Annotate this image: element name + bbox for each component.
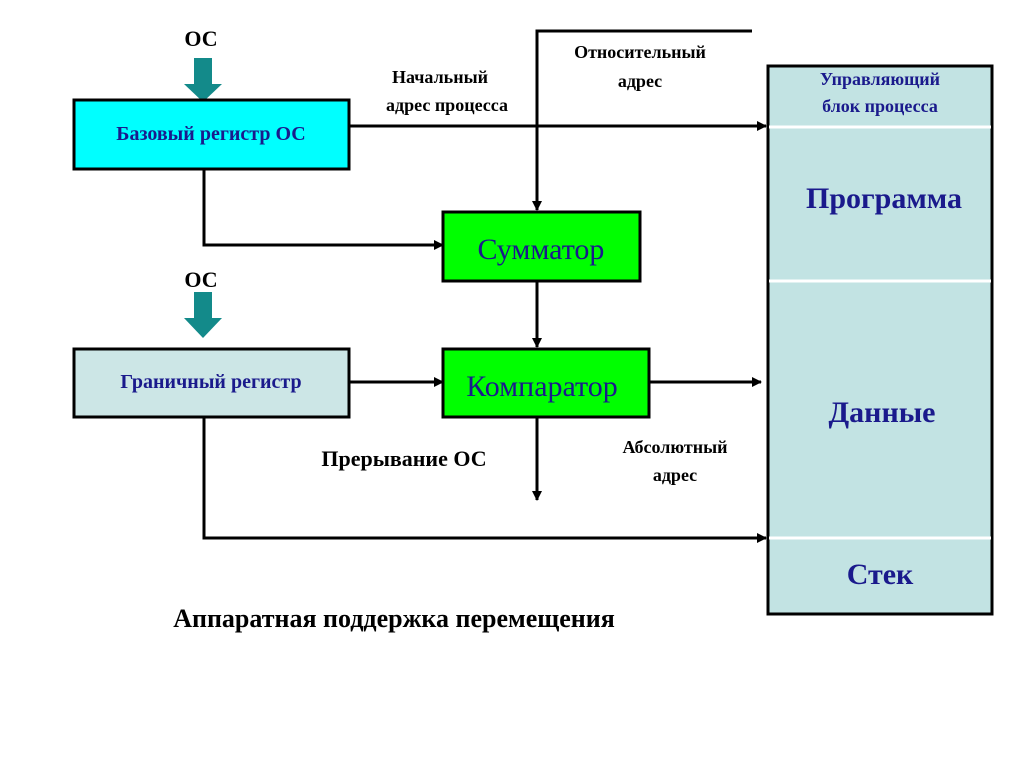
absolute-address-label-line2: адрес: [653, 465, 697, 485]
os-label-middle: ОС: [184, 267, 217, 292]
os-arrow-middle-icon: [184, 292, 222, 338]
process-memory: [766, 64, 994, 616]
adder-label: Сумматор: [478, 233, 605, 266]
start-address-label-line2: адрес процесса: [386, 95, 508, 115]
control-block-label-line2: блок процесса: [822, 96, 938, 116]
absolute-address-label-line1: Абсолютный: [622, 437, 727, 457]
comparator-box: [441, 347, 651, 419]
interrupt-label: Прерывание ОС: [321, 446, 486, 471]
adder-box: [441, 210, 642, 283]
os-label-top: ОС: [184, 26, 217, 51]
relative-address-label-line1: Относительный: [574, 42, 706, 62]
comparator-label: Компаратор: [466, 370, 618, 403]
limit-register-box: [72, 347, 351, 419]
relative-address-arrow: [532, 29, 752, 211]
stack-segment-label: Стек: [847, 558, 914, 591]
start-address-label-line1: Начальный: [392, 67, 488, 87]
control-block-label-line1: Управляющий: [820, 69, 940, 89]
diagram-caption: Аппаратная поддержка перемещения: [173, 604, 615, 633]
data-segment-label: Данные: [829, 396, 936, 429]
base-register-label: Базовый регистр ОС: [116, 123, 306, 145]
limit-to-memory-arrow: [202, 417, 767, 543]
program-segment-label: Программа: [806, 182, 962, 215]
limit-register-label: Граничный регистр: [120, 371, 301, 393]
base-register-box: [72, 98, 351, 171]
os-arrow-top-icon: [184, 58, 222, 102]
base-to-adder-arrow: [202, 169, 444, 250]
relative-address-label-line2: адрес: [618, 71, 662, 91]
